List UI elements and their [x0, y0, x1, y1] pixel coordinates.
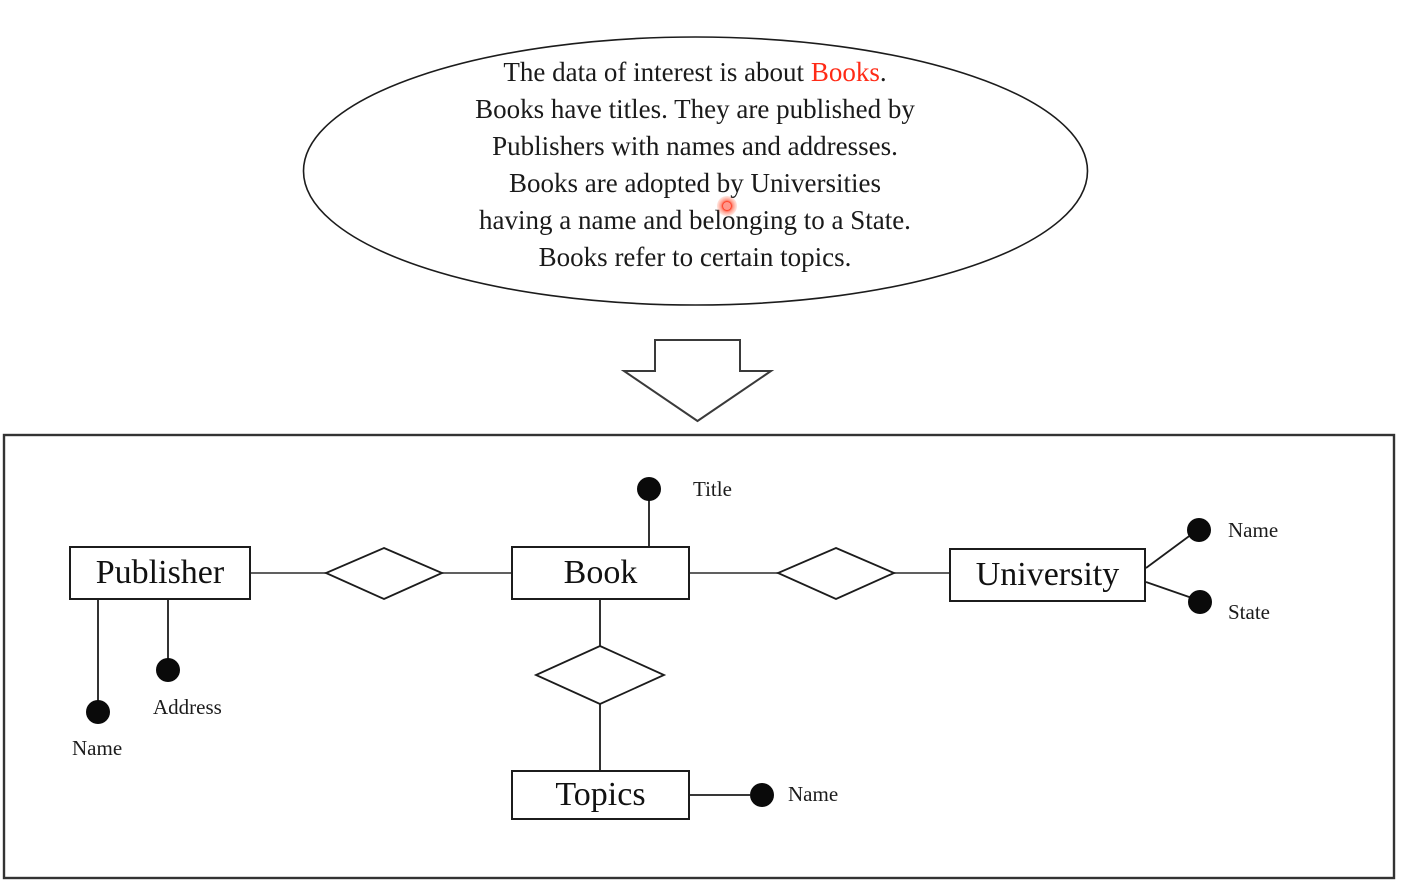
narrative-line-6: Books refer to certain topics. — [538, 242, 852, 272]
entity-publisher[interactable]: Publisher — [69, 546, 251, 600]
entity-book-label: Book — [563, 554, 638, 591]
narrative-line-1: The data of interest is about Books. — [355, 54, 1035, 91]
narrative-text: The data of interest is about Books. Boo… — [355, 54, 1035, 276]
stem-university-state — [1145, 581, 1193, 599]
attribute-label-publisher-address: Address — [153, 695, 222, 720]
attribute-label-publisher-address-text: Address — [153, 695, 222, 719]
attribute-label-book-title: Title — [693, 477, 732, 502]
entity-publisher-label: Publisher — [95, 554, 225, 591]
attribute-label-publisher-name-text: Name — [72, 736, 123, 760]
attribute-label-book-title-text: Title — [693, 477, 732, 501]
relationship-diamond-book-university[interactable] — [775, 547, 897, 600]
attribute-dot-university-state[interactable] — [1188, 590, 1212, 614]
attribute-label-university-state-text: State — [1228, 600, 1270, 624]
attribute-label-university-name: Name — [1228, 518, 1278, 543]
entity-university[interactable]: University — [949, 548, 1146, 602]
attribute-label-publisher-name: Name — [72, 736, 122, 761]
stem-university-name — [1145, 533, 1193, 569]
diagram-frame — [2, 433, 1396, 880]
narrative-line-1-post: . — [879, 57, 887, 87]
attribute-label-university-name-text: Name — [1228, 518, 1279, 542]
narrative-line-4: Books are adopted by Universities — [509, 168, 881, 198]
narrative-highlight-books: Books — [810, 57, 880, 87]
relationship-diamond-publisher-book[interactable] — [323, 547, 445, 600]
narrative-line-2: Books have titles. They are published by — [475, 94, 915, 124]
attribute-label-topics-name-text: Name — [788, 782, 839, 806]
attribute-dot-topics-name[interactable] — [750, 783, 774, 807]
down-arrow-icon — [620, 339, 775, 423]
attribute-dot-university-name[interactable] — [1187, 518, 1211, 542]
relationship-diamond-book-topics[interactable] — [533, 645, 667, 705]
entity-university-label: University — [975, 556, 1120, 593]
entity-topics[interactable]: Topics — [511, 770, 690, 820]
attribute-dot-book-title[interactable] — [637, 477, 661, 501]
narrative-line-5: having a name and belonging to a State. — [479, 205, 911, 235]
narrative-line-3: Publishers with names and addresses. — [492, 131, 898, 161]
attribute-dot-publisher-address[interactable] — [156, 658, 180, 682]
attribute-dot-publisher-name[interactable] — [86, 700, 110, 724]
entity-topics-label: Topics — [555, 776, 646, 813]
cursor-click-marker — [717, 196, 737, 216]
attribute-label-university-state: State — [1228, 600, 1270, 625]
entity-book[interactable]: Book — [511, 546, 690, 600]
narrative-ellipse — [302, 36, 1089, 306]
narrative-line-1-pre: The data of interest is about — [503, 57, 811, 87]
attribute-label-topics-name: Name — [788, 782, 838, 807]
